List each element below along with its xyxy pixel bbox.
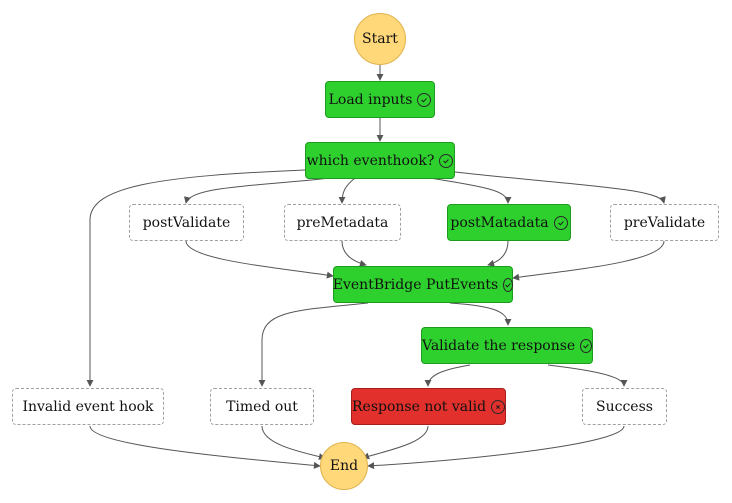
check-circle-icon [580, 338, 592, 353]
edge-success-end [367, 425, 625, 470]
load-inputs-label: Load inputs [328, 91, 413, 108]
pre-validate-label: preValidate [623, 214, 706, 231]
which-eventhook-node[interactable]: which eventhook? [305, 142, 455, 179]
which-eventhook-label: which eventhook? [306, 152, 435, 169]
check-circle-icon [553, 215, 568, 230]
end-label: End [329, 458, 359, 474]
timed-out-label: Timed out [226, 398, 298, 415]
end-node[interactable]: End [320, 442, 368, 490]
eventbridge-label: EventBridge PutEvents [332, 276, 499, 293]
edge-premetadata-eventbridge [341, 240, 367, 267]
eventbridge-node[interactable]: EventBridge PutEvents [332, 266, 514, 303]
start-node[interactable]: Start [354, 13, 406, 65]
response-not-valid-label: Response not valid [352, 398, 487, 415]
check-circle-icon [503, 277, 514, 292]
post-validate-node[interactable]: postValidate [129, 204, 244, 241]
invalid-event-hook-label: Invalid event hook [22, 398, 154, 415]
edge-timedout-end [261, 425, 326, 460]
edge-choice-invalid [86, 169, 306, 387]
check-circle-icon [439, 153, 454, 168]
x-circle-icon [491, 399, 505, 414]
edge-invalid-end [89, 425, 321, 469]
edge-validate-notvalid [424, 364, 471, 387]
check-circle-icon [417, 92, 432, 107]
edge-validate-success [547, 364, 628, 387]
success-node[interactable]: Success [582, 388, 667, 425]
edge-eventbridge-validate [449, 302, 512, 326]
pre-metadata-label: preMetadata [296, 214, 389, 231]
edge-prevalidate-eventbridge [512, 240, 665, 281]
start-label: Start [362, 31, 398, 47]
post-validate-label: postValidate [142, 214, 231, 231]
post-matadata-node[interactable]: postMatadata [447, 204, 571, 241]
post-matadata-label: postMatadata [450, 214, 549, 231]
response-not-valid-node[interactable]: Response not valid [351, 388, 506, 425]
edge-postmatadata-eventbridge [487, 240, 509, 267]
validate-response-label: Validate the response [422, 337, 576, 354]
load-inputs-node[interactable]: Load inputs [325, 81, 435, 118]
pre-metadata-node[interactable]: preMetadata [284, 204, 401, 241]
edge-choice-prevalidate [454, 171, 666, 204]
success-label: Success [596, 398, 653, 415]
edge-eventbridge-timedout [258, 302, 369, 387]
edge-choice-postmatadata [429, 177, 512, 204]
edge-notvalid-end [362, 425, 429, 460]
edge-choice-premetadata [338, 177, 356, 204]
validate-response-node[interactable]: Validate the response [421, 327, 593, 364]
timed-out-node[interactable]: Timed out [210, 388, 314, 425]
invalid-event-hook-node[interactable]: Invalid event hook [12, 388, 164, 425]
edge-postvalidate-eventbridge [185, 240, 334, 279]
edge-choice-postvalidate [184, 177, 331, 204]
pre-validate-node[interactable]: preValidate [610, 204, 719, 241]
